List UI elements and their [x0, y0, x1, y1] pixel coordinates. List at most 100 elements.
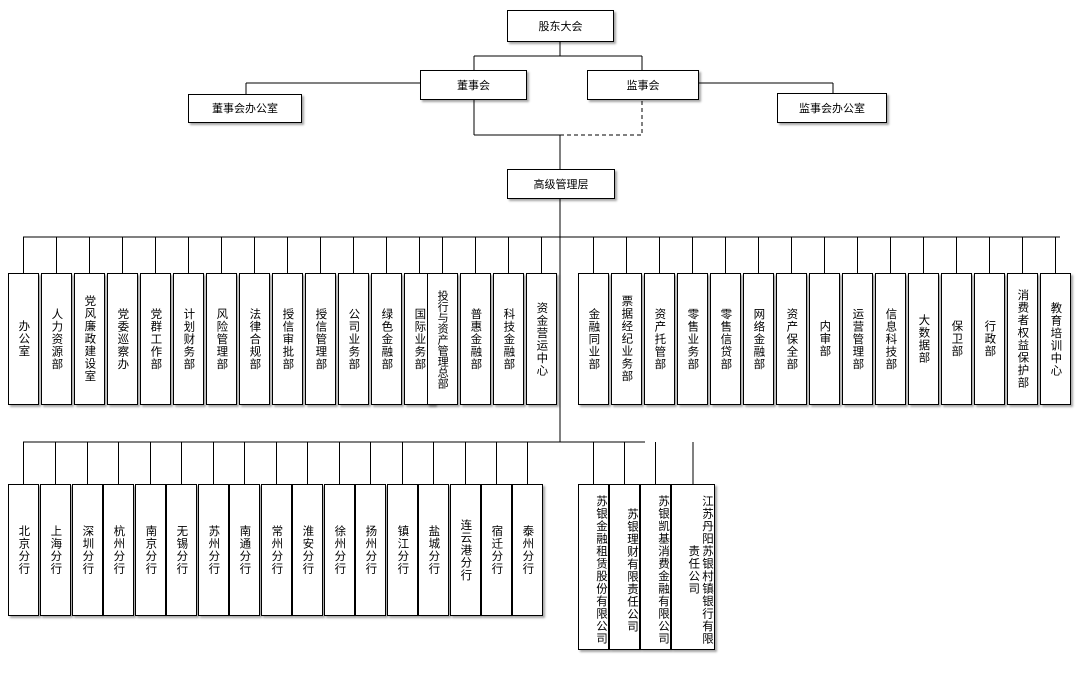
branch-box: 扬州分行	[355, 484, 386, 616]
dept-box: 保卫部	[941, 273, 972, 405]
branch-label: 深圳分行	[81, 525, 96, 575]
dept-box: 法律合规部	[239, 273, 270, 405]
branch-box: 南京分行	[135, 484, 166, 616]
branch-box: 深圳分行	[72, 484, 103, 616]
dept-label: 运营管理部	[851, 307, 866, 371]
dept-label: 国际业务部	[413, 307, 428, 371]
branch-label: 扬州分行	[364, 525, 379, 575]
branch-label: 苏州分行	[207, 525, 222, 575]
branch-box: 宿迁分行	[481, 484, 512, 616]
branch-label: 常州分行	[270, 525, 285, 575]
supervisors-label: 监事会	[626, 78, 660, 92]
branch-label: 淮安分行	[301, 525, 316, 575]
dept-label: 授信审批部	[281, 307, 296, 371]
dept-label: 消费者权益保护部	[1016, 289, 1031, 389]
branch-box: 徐州分行	[324, 484, 355, 616]
dept-label: 网络金融部	[752, 307, 767, 371]
dept-label: 计划财务部	[182, 307, 197, 371]
dept-box: 普惠金融部	[460, 273, 491, 405]
dept-label: 办公室	[17, 320, 32, 358]
dept-label: 大数据部	[917, 314, 932, 364]
dept-label: 票据经纪业务部	[620, 295, 635, 383]
supervisors-box: 监事会	[587, 70, 699, 100]
supervisors-office-label: 监事会办公室	[799, 101, 865, 115]
dept-box: 金融同业部	[578, 273, 609, 405]
branch-label: 连云港分行	[459, 518, 474, 582]
dept-label: 金融同业部	[587, 307, 602, 371]
dept-box: 党风廉政建设室	[74, 273, 105, 405]
dept-box: 绿色金融部	[371, 273, 402, 405]
dept-box: 公司业务部	[338, 273, 369, 405]
dept-box: 行政部	[974, 273, 1005, 405]
board-office-box: 董事会办公室	[188, 94, 302, 123]
dept-label: 党风廉政建设室	[83, 295, 98, 383]
dept-box: 零售信贷部	[710, 273, 741, 405]
dept-label: 科技金融部	[502, 307, 517, 371]
dept-label: 党委巡察办	[116, 307, 131, 371]
branch-label: 南通分行	[238, 525, 253, 575]
dept-box: 票据经纪业务部	[611, 273, 642, 405]
dept-box: 资金营运中心	[526, 273, 557, 405]
subsidiary-label: 苏银理财有限责任公司	[626, 507, 640, 633]
dept-box: 资产保全部	[776, 273, 807, 405]
dept-label: 党群工作部	[149, 307, 164, 371]
dept-box: 计划财务部	[173, 273, 204, 405]
senior-management-box: 高级管理层	[507, 169, 615, 199]
branch-label: 北京分行	[17, 525, 32, 575]
branch-box: 淮安分行	[292, 484, 323, 616]
dept-label: 法律合规部	[248, 307, 263, 371]
dept-box: 资产托管部	[644, 273, 675, 405]
branch-label: 上海分行	[49, 525, 64, 575]
dept-box: 授信管理部	[305, 273, 336, 405]
dept-box: 网络金融部	[743, 273, 774, 405]
dept-box: 党委巡察办	[107, 273, 138, 405]
dept-label: 行政部	[983, 320, 998, 358]
dept-box: 科技金融部	[493, 273, 524, 405]
branch-box: 连云港分行	[450, 484, 481, 616]
dept-label: 教育培训中心	[1049, 301, 1064, 377]
dept-box: 内审部	[809, 273, 840, 405]
supervisors-office-box: 监事会办公室	[777, 93, 887, 123]
branch-box: 常州分行	[261, 484, 292, 616]
branch-label: 徐州分行	[333, 525, 348, 575]
dept-box: 运营管理部	[842, 273, 873, 405]
dept-label: 授信管理部	[314, 307, 329, 371]
branch-label: 无锡分行	[175, 525, 190, 575]
dept-box: 零售业务部	[677, 273, 708, 405]
branch-label: 宿迁分行	[490, 525, 505, 575]
dept-box: 人力资源部	[41, 273, 72, 405]
dept-box: 风险管理部	[206, 273, 237, 405]
branch-box: 杭州分行	[103, 484, 134, 616]
subsidiary-label: 江苏丹阳苏银村镇银行有限责任公司	[687, 495, 715, 645]
branch-box: 镇江分行	[387, 484, 418, 616]
dept-label: 普惠金融部	[469, 307, 484, 371]
branch-label: 泰州分行	[521, 525, 536, 575]
shareholders-meeting-label: 股东大会	[538, 19, 583, 33]
subsidiary-box: 苏银凯基消费金融有限公司	[640, 484, 671, 650]
subsidiary-label: 苏银金融租赁股份有限公司	[595, 495, 609, 645]
dept-label: 零售信贷部	[719, 307, 734, 371]
dept-label: 信息科技部	[884, 307, 899, 371]
dept-box: 消费者权益保护部	[1007, 273, 1038, 405]
senior-management-label: 高级管理层	[533, 177, 589, 191]
dept-box: 大数据部	[908, 273, 939, 405]
board-office-label: 董事会办公室	[212, 102, 278, 115]
subsidiary-label: 苏银凯基消费金融有限公司	[657, 495, 671, 645]
dept-label: 零售业务部	[686, 307, 701, 371]
dept-box: 党群工作部	[140, 273, 171, 405]
branch-box: 泰州分行	[512, 484, 543, 616]
dept-label: 资产保全部	[785, 307, 800, 371]
branch-box: 南通分行	[229, 484, 260, 616]
dept-box: 教育培训中心	[1040, 273, 1071, 405]
dept-label: 资产托管部	[653, 307, 668, 371]
dept-label: 人力资源部	[50, 307, 65, 371]
subsidiary-box: 苏银金融租赁股份有限公司	[578, 484, 609, 650]
dept-box: 办公室	[8, 273, 39, 405]
subsidiary-box: 苏银理财有限责任公司	[609, 484, 640, 650]
branch-box: 上海分行	[40, 484, 71, 616]
dept-box: 投行与资产管理总部	[427, 273, 458, 405]
dept-label: 内审部	[818, 320, 833, 358]
dept-box: 授信审批部	[272, 273, 303, 405]
